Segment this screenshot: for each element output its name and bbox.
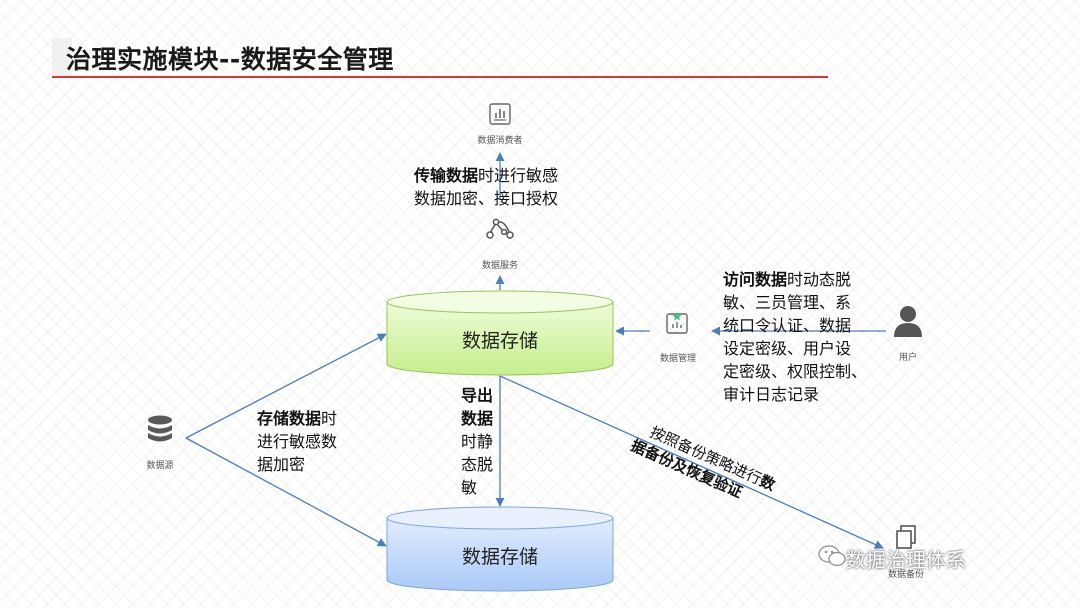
storage-cylinder-top-shape — [386, 290, 614, 376]
storage-cylinder-bottom-shape — [386, 506, 614, 592]
watermark-text: 数据治理体系 — [846, 548, 966, 572]
storage-bottom-label: 数据存储 — [461, 546, 538, 568]
access-note-line2: 敏、三员管理、系 — [723, 293, 852, 312]
consumer-label: 数据消费者 — [477, 136, 523, 146]
network-nodes-icon — [484, 210, 516, 244]
transmit-note-bold: 传输数据 — [414, 166, 479, 185]
transmit-note: 传输数据时进行敏感 数据加密、接口授权 — [414, 164, 558, 210]
title-accent-block — [52, 38, 72, 76]
service-label: 数据服务 — [481, 261, 518, 271]
export-note-line5: 敏 — [461, 478, 478, 497]
source-label: 数据源 — [146, 461, 174, 471]
store-note-rest: 时 — [321, 409, 338, 428]
access-note-line5: 定密级、权限控制、 — [723, 362, 868, 381]
copy-pages-icon — [894, 524, 918, 550]
store-note: 存储数据时 进行敏感数 据加密 — [257, 407, 337, 476]
access-note-rest: 时动态脱 — [787, 270, 852, 289]
wechat-icon — [818, 544, 846, 568]
export-note: 导出 数据 时静 态脱 敏 — [461, 384, 493, 499]
transmit-note-rest: 时进行敏感 — [478, 166, 559, 185]
export-note-line1: 导出 — [461, 384, 493, 407]
starred-document-icon — [664, 310, 690, 336]
user-label: 用户 — [898, 353, 917, 363]
storage-cylinder-bottom: 数据存储 — [386, 506, 614, 592]
export-note-line2: 数据 — [461, 407, 493, 430]
page-title: 治理实施模块--数据安全管理 — [66, 45, 394, 74]
access-note-line1: 访问数据时动态脱 — [723, 268, 867, 291]
store-note-bold: 存储数据 — [257, 409, 322, 428]
export-note-bold1: 导出 — [461, 386, 494, 405]
access-note-line3: 统口令认证、数据 — [723, 316, 852, 335]
store-note-line3: 据加密 — [257, 455, 306, 474]
arrow-storage-to-backup — [499, 375, 884, 549]
backup-label: 数据备份 — [887, 570, 924, 580]
chart-screen-icon — [488, 102, 512, 126]
store-note-line2: 进行敏感数 — [257, 432, 338, 451]
export-note-line4: 态脱 — [461, 455, 494, 474]
person-icon — [892, 304, 924, 338]
export-note-bold2: 数据 — [461, 409, 494, 428]
access-note-bold: 访问数据 — [723, 270, 788, 289]
arrow-source-to-bottom-storage — [185, 437, 387, 547]
transmit-note-line2: 数据加密、接口授权 — [414, 189, 559, 208]
storage-cylinder-top: 数据存储 — [386, 290, 614, 376]
access-note: 访问数据时动态脱 敏、三员管理、系 统口令认证、数据 设定密级、用户设 定密级、… — [723, 268, 867, 406]
store-note-line1: 存储数据时 — [257, 407, 337, 430]
management-label: 数据管理 — [659, 354, 696, 364]
arrow-source-to-top-storage — [185, 333, 387, 439]
access-note-line4: 设定密级、用户设 — [723, 339, 852, 358]
export-note-line3: 时静 — [461, 432, 494, 451]
database-stack-icon — [146, 414, 174, 444]
title-underline — [52, 76, 828, 78]
access-note-line6: 审计日志记录 — [723, 385, 820, 404]
storage-top-label: 数据存储 — [461, 330, 538, 352]
transmit-note-line1: 传输数据时进行敏感 — [414, 164, 558, 187]
